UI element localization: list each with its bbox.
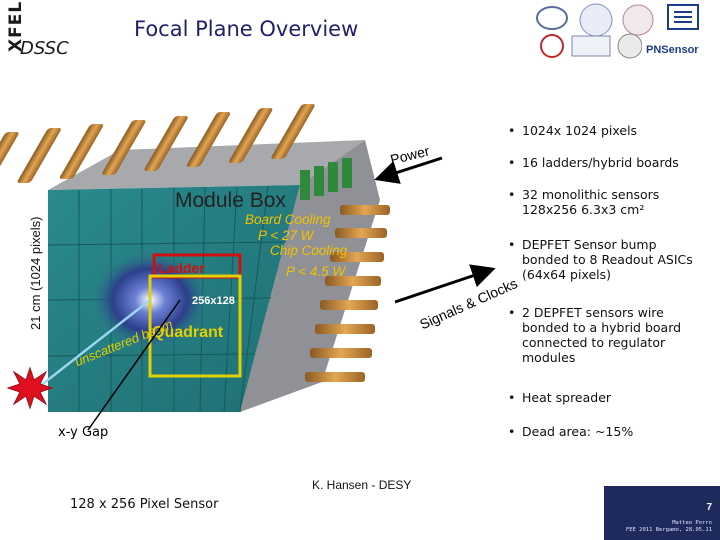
quadrant-box bbox=[148, 274, 242, 378]
signals-arrow bbox=[394, 264, 496, 304]
partner-logos: PNSensor bbox=[530, 0, 720, 60]
ladder-label: Ladder bbox=[158, 260, 205, 276]
xy-gap-label: x-y Gap bbox=[58, 425, 109, 440]
green-boards bbox=[300, 158, 352, 200]
board-power-label: P < 27 W bbox=[258, 228, 315, 243]
footnote: Matteo Porro FEE 2011 Bergamo, 28.05.11 bbox=[626, 520, 712, 534]
pnsensor-logo: PNSensor bbox=[646, 44, 699, 56]
bullet-item: 1024x 1024 pixels bbox=[508, 123, 704, 138]
chip-cooling-label: Chip Cooling bbox=[270, 243, 348, 258]
board-cooling-label: Board Cooling bbox=[245, 212, 331, 227]
bullet-item: Heat spreader bbox=[508, 390, 704, 405]
logo-5-icon bbox=[571, 35, 611, 57]
bullet-item: 16 ladders/hybrid boards bbox=[508, 155, 704, 170]
bullet-item: Dead area: ~15% bbox=[508, 424, 704, 439]
sensor-caption: 128 x 256 Pixel Sensor bbox=[70, 497, 219, 512]
logo-1-icon bbox=[536, 6, 568, 30]
power-arrow bbox=[374, 156, 443, 184]
beam-source-icon bbox=[6, 366, 54, 410]
slide-title: Focal Plane Overview bbox=[134, 17, 359, 41]
footer-bar bbox=[604, 486, 720, 540]
bullet-item: 2 DEPFET sensors wire bonded to a hybrid… bbox=[508, 305, 704, 365]
author-credit: K. Hansen - DESY bbox=[312, 478, 412, 492]
page-number: 7 bbox=[706, 502, 712, 513]
bullet-item: 32 monolithic sensors 128x256 6.3x3 cm² bbox=[508, 187, 704, 217]
heat-spreaders bbox=[0, 104, 315, 187]
side-dimension-label: 21 cm (1024 pixels) bbox=[28, 217, 43, 330]
footnote-line-2: FEE 2011 Bergamo, 28.05.11 bbox=[625, 527, 712, 533]
project-name: DSSC bbox=[20, 38, 69, 59]
chip-power-label: P < 4.5 W bbox=[286, 264, 346, 279]
bullet-item: DEPFET Sensor bump bonded to 8 Readout A… bbox=[508, 237, 704, 282]
logo-3-icon bbox=[622, 4, 654, 36]
footnote-line-1: Matteo Porro bbox=[672, 520, 712, 526]
signals-label: Signals & Clocks bbox=[417, 275, 519, 332]
module-box-label: Module Box bbox=[175, 189, 286, 212]
logo-4-icon bbox=[540, 34, 564, 58]
beam-line bbox=[34, 299, 151, 391]
ladder-size-label: 256x128 bbox=[192, 295, 235, 307]
side-brackets bbox=[305, 205, 390, 382]
xy-gap-pointer bbox=[87, 299, 181, 431]
quadrant-label: Quadrant bbox=[152, 324, 224, 341]
